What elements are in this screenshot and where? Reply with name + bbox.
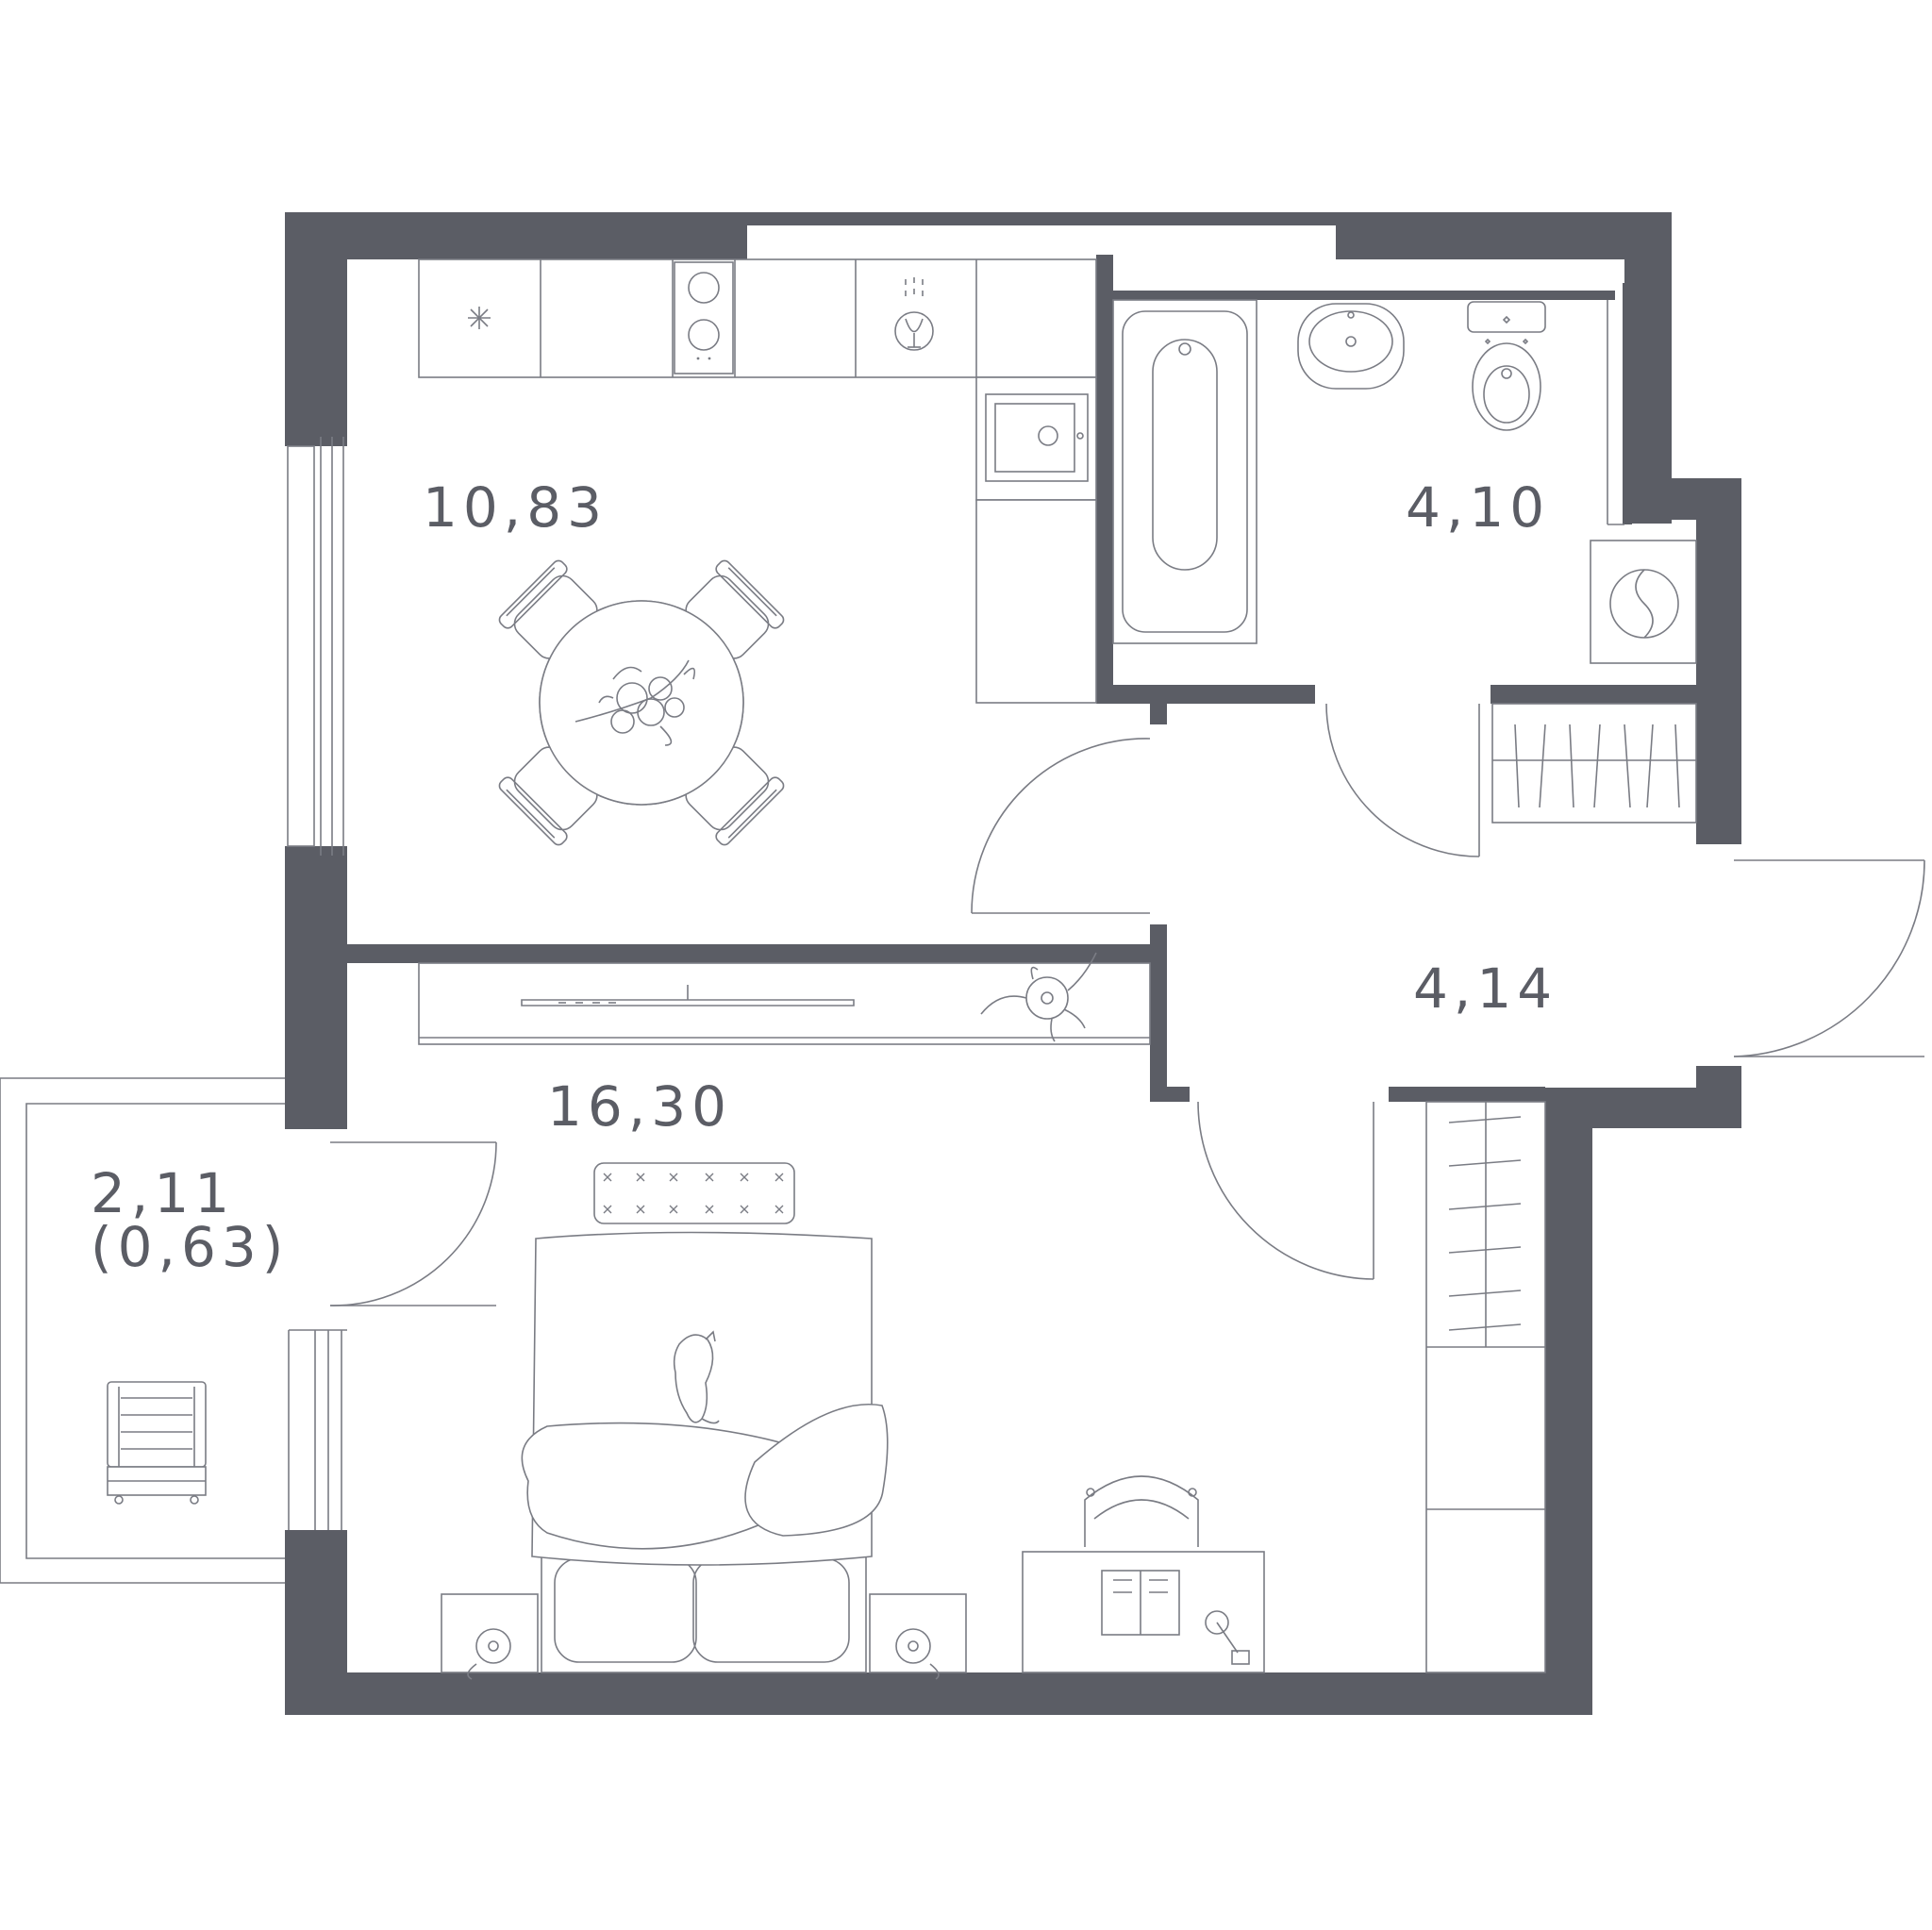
desk-chair-icon	[1084, 1475, 1199, 1547]
kitchen-sink-icon	[985, 393, 1089, 482]
toilet-icon	[1467, 301, 1546, 431]
washbasin-icon	[1297, 303, 1405, 390]
window-kitchen	[287, 437, 344, 856]
entrance-door[interactable]	[1733, 859, 1925, 1057]
wardrobe-living	[1425, 1101, 1546, 1673]
bench-cushion	[593, 1162, 795, 1224]
kitchen-counter	[418, 258, 1097, 704]
book-icon	[1101, 1570, 1180, 1636]
flower-bouquet-icon	[575, 659, 696, 746]
balcony-area-label: 2,11	[91, 1161, 235, 1225]
hall-wardrobe-upper	[1491, 703, 1697, 824]
living-room-area-label: 16,30	[547, 1074, 732, 1139]
plant-icon	[980, 952, 1097, 1042]
cat-icon	[673, 1330, 720, 1424]
bathroom-fixtures	[1112, 299, 1697, 664]
balcony-reduced-area-label: (0,63)	[91, 1215, 289, 1279]
wine-glass-icon	[894, 277, 934, 351]
bathroom-area-label: 4,10	[1406, 475, 1550, 540]
dining-table	[498, 559, 785, 846]
tv-console	[418, 952, 1151, 1045]
desk-lamp-icon	[1205, 1610, 1250, 1665]
washing-machine-icon	[1590, 540, 1697, 664]
desk	[1022, 1475, 1265, 1673]
kitchen-door	[971, 738, 1151, 914]
living-door	[1197, 1101, 1374, 1280]
bathroom-door	[1325, 703, 1480, 857]
hood-icon	[468, 307, 491, 329]
walls	[285, 212, 1741, 1715]
window-living	[288, 1329, 347, 1530]
hallway-area-label: 4,14	[1413, 957, 1557, 1021]
bathtub-icon	[1112, 299, 1257, 644]
deck-chair-icon	[107, 1381, 207, 1505]
cooktop-icon	[674, 261, 734, 374]
bed	[521, 1231, 889, 1673]
balcony	[0, 1077, 497, 1584]
nightstand-left	[441, 1593, 539, 1680]
nightstand-right	[869, 1593, 967, 1680]
kitchen-area-label: 10,83	[423, 475, 608, 540]
